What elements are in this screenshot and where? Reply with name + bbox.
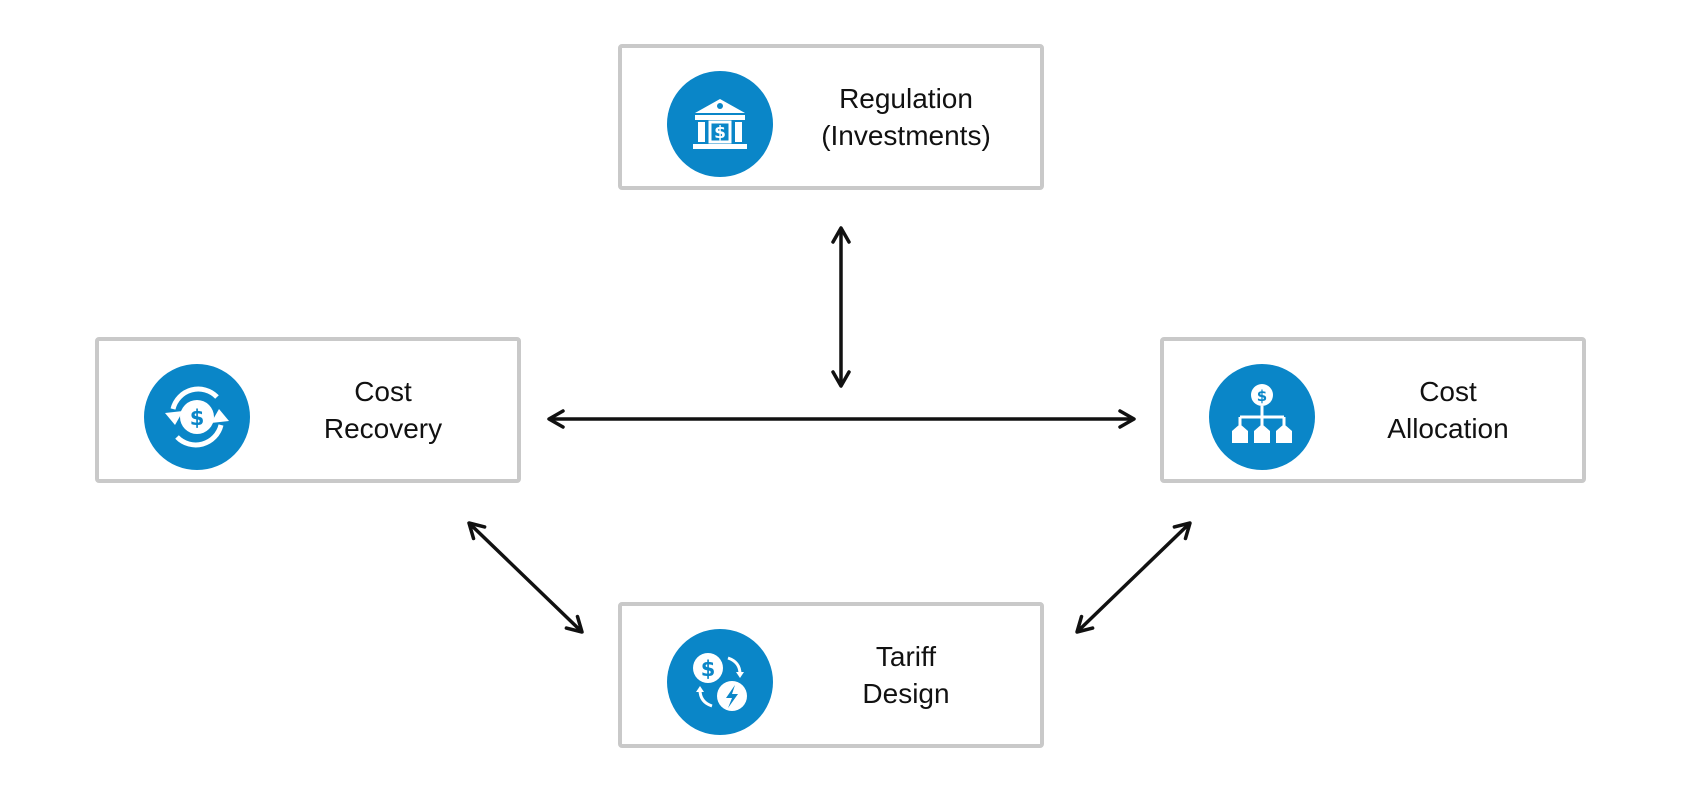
svg-text:$: $ [714,123,726,143]
regulation-label-line1: Regulation [839,83,973,114]
cost-recovery-label-line1: Cost [354,376,412,407]
bank-dollar-icon: $ [667,71,773,177]
tariff-design-label: Tariff Design [772,606,1040,744]
arrow-cost-recovery-tariff-design [467,521,584,634]
cost-allocation-label: Cost Allocation [1314,341,1582,479]
cost-recovery-label-line2: Recovery [323,413,443,444]
tariff-design-box: $ Tariff Design [618,602,1044,748]
regulation-label-line2: (Investments) [821,120,991,151]
svg-text:$: $ [701,657,716,681]
tariff-design-label-line1: Tariff [875,641,937,672]
dollar-hierarchy-icon: $ [1209,364,1315,470]
cost-allocation-label-line2: Allocation [1387,413,1509,444]
arrow-cost-allocation-tariff-design [1075,521,1192,634]
cost-allocation-box: $ Cost Allocation [1160,337,1586,483]
svg-text:$: $ [190,406,205,430]
svg-text:$: $ [1257,387,1267,405]
dollar-cycle-icon: $ [144,364,250,470]
cost-recovery-box: $ Cost Recovery [95,337,521,483]
regulation-box: $ Regulation (Investments) [618,44,1044,190]
tariff-design-label-line2: Design [862,678,950,709]
dollar-energy-exchange-icon: $ [667,629,773,735]
regulation-label: Regulation (Investments) [772,48,1040,186]
cost-recovery-label: Cost Recovery [249,341,517,479]
cost-allocation-label-line1: Cost [1419,376,1477,407]
